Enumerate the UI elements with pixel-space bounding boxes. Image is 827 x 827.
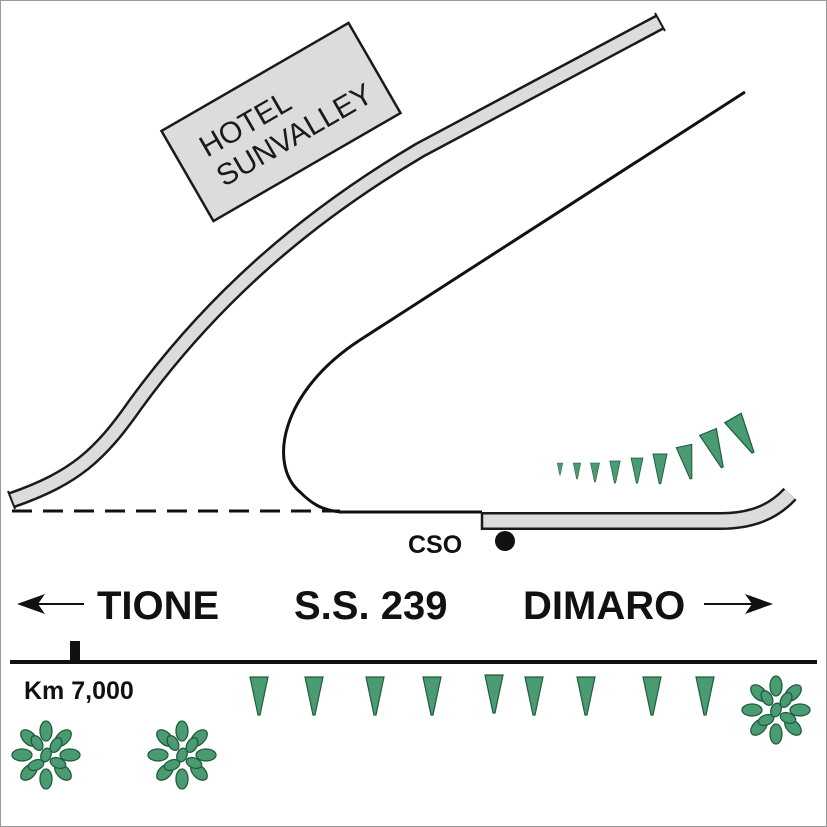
km-marker[interactable] bbox=[70, 641, 80, 662]
junction-dot-icon[interactable] bbox=[495, 531, 515, 551]
tree-icon bbox=[675, 443, 700, 481]
tree-icon bbox=[556, 462, 564, 476]
hotel-building[interactable]: HOTEL SUNVALLEY bbox=[159, 21, 403, 223]
hotel-access-road bbox=[7, 12, 666, 510]
bush-icon bbox=[741, 675, 811, 745]
tree-icon bbox=[630, 457, 644, 484]
tree-icon bbox=[652, 453, 668, 485]
tree-icon bbox=[524, 676, 544, 716]
hairpin-road bbox=[282, 90, 746, 514]
tree-icon bbox=[699, 428, 732, 472]
tree-icon bbox=[609, 460, 621, 484]
curve-tree-row bbox=[556, 412, 762, 485]
tree-icon bbox=[484, 674, 504, 714]
tree-icon bbox=[422, 676, 442, 716]
junction-label: CSO bbox=[408, 531, 462, 559]
bush-icon bbox=[11, 720, 81, 790]
tree-icon bbox=[304, 676, 324, 716]
arrow-right-icon bbox=[704, 594, 773, 614]
tree-icon bbox=[249, 676, 269, 716]
tree-icon bbox=[572, 462, 582, 480]
tree-icon bbox=[642, 676, 662, 716]
tree-icon bbox=[576, 676, 596, 716]
road-name: S.S. 239 bbox=[294, 584, 447, 628]
tree-icon bbox=[590, 462, 600, 483]
tree-icon bbox=[724, 412, 762, 458]
direction-east: DIMARO bbox=[523, 584, 685, 628]
bush-icon bbox=[147, 720, 217, 790]
km-label: Km 7,000 bbox=[24, 677, 134, 705]
direction-row: TIONE S.S. 239 DIMARO bbox=[17, 584, 773, 628]
roadside-tree-row bbox=[249, 674, 715, 716]
direction-west: TIONE bbox=[97, 584, 219, 628]
arrow-left-icon bbox=[17, 594, 84, 614]
east-road bbox=[480, 487, 797, 530]
tree-icon bbox=[365, 676, 385, 716]
tree-icon bbox=[695, 676, 715, 716]
